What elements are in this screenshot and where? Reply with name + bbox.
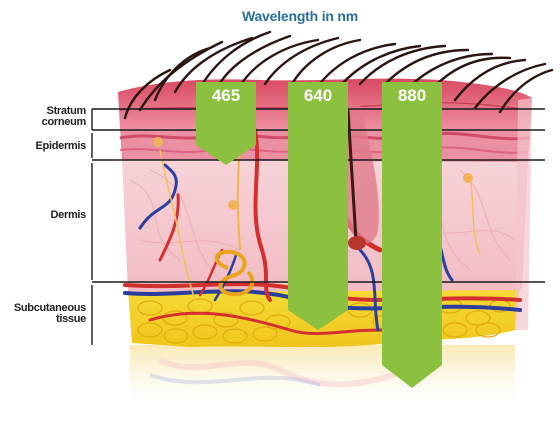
arrow-640	[288, 82, 348, 330]
label-dermis: Dermis	[0, 210, 86, 221]
arrow-880	[382, 82, 442, 388]
skin-reflection	[130, 345, 515, 415]
chart-title: Wavelength in nm	[200, 8, 400, 24]
label-subcutaneous-tissue: Subcutaneous tissue	[0, 303, 86, 325]
wavelength-label-465: 465	[198, 86, 254, 106]
wavelength-label-880: 880	[384, 86, 440, 106]
wavelength-label-640: 640	[290, 86, 346, 106]
label-epidermis: Epidermis	[0, 141, 86, 152]
label-stratum-corneum: Stratum corneum	[0, 106, 86, 128]
